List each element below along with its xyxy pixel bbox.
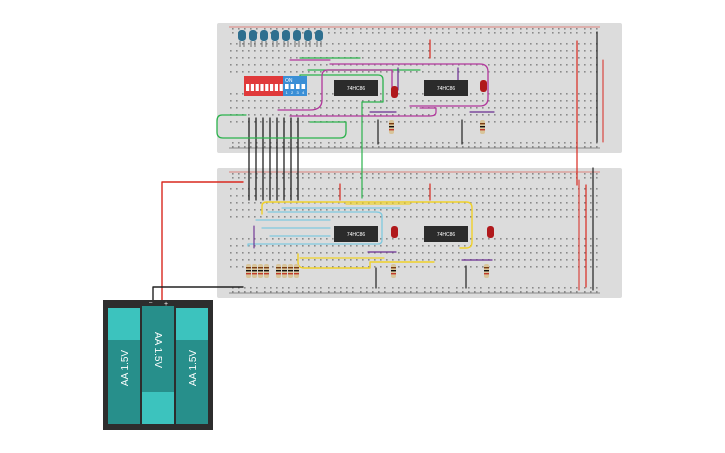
- dip-key[interactable]: [301, 84, 306, 89]
- ic-chip-top-left: 74HC86: [334, 80, 378, 96]
- battery-cell-3: AA 1.5V: [176, 308, 208, 424]
- wire-green-2[interactable]: [299, 74, 384, 103]
- battery-cell-2: AA 1.5V: [142, 306, 174, 424]
- led-red-4: [487, 226, 494, 238]
- led-red-1: [391, 86, 398, 98]
- wire-magenta-3[interactable]: [329, 63, 489, 107]
- battery-plus: +: [164, 301, 168, 308]
- dip-key[interactable]: [270, 84, 274, 91]
- dip-key[interactable]: [274, 84, 278, 91]
- resistors: [246, 120, 489, 278]
- ic-chip-bottom-left: 74HC86: [334, 226, 378, 242]
- wires: [152, 31, 604, 303]
- led-blue: [271, 30, 279, 41]
- ic-chip-bottom-right: 74HC86: [424, 226, 468, 242]
- led-red-3: [391, 226, 398, 238]
- wire-black-ground[interactable]: [152, 286, 244, 303]
- battery-cell-label: AA 1.5V: [120, 350, 131, 386]
- led-blue: [293, 30, 301, 41]
- dip-key[interactable]: [279, 84, 283, 91]
- battery-pack: – + AA 1.5V AA 1.5V AA 1.5V: [103, 300, 213, 430]
- battery-cell-label: AA 1.5V: [188, 350, 199, 386]
- ic-chip-top-right: 74HC86: [424, 80, 468, 96]
- dip-key[interactable]: [260, 84, 264, 91]
- led-blue: [282, 30, 290, 41]
- dip-number-label: 2: [291, 90, 294, 95]
- dip-switch-red[interactable]: [244, 76, 284, 96]
- breadboard-top: [217, 23, 622, 153]
- chip-label: 74HC86: [437, 86, 456, 92]
- dip-key[interactable]: [285, 84, 289, 89]
- dip-number-label: 1: [286, 90, 289, 95]
- dip-key[interactable]: [250, 84, 254, 91]
- led-blue: [260, 30, 268, 41]
- chip-label: 74HC86: [347, 86, 366, 92]
- wire-magenta-1[interactable]: [277, 69, 393, 111]
- dip-key[interactable]: [246, 84, 250, 91]
- wire-lightblue-1[interactable]: [247, 211, 383, 247]
- battery-cell-1: AA 1.5V: [108, 308, 140, 424]
- led-blue: [238, 30, 246, 41]
- wire-yellow-2[interactable]: [297, 253, 435, 269]
- dip-on-label: ON: [285, 78, 293, 84]
- battery-cell-label: AA 1.5V: [152, 332, 163, 368]
- led-blue: [304, 30, 312, 41]
- wire-bundle-black[interactable]: [248, 117, 299, 201]
- chip-label: 74HC86: [437, 232, 456, 238]
- dip-key[interactable]: [265, 84, 269, 91]
- led-red-2: [480, 80, 487, 92]
- dip-number-label: 3: [297, 90, 300, 95]
- dip-key[interactable]: [290, 84, 295, 89]
- breadboard-bottom: [217, 168, 622, 298]
- battery-minus: –: [149, 300, 153, 306]
- led-blue: [315, 30, 323, 41]
- wire-green-loop[interactable]: [216, 114, 347, 139]
- chip-label: 74HC86: [347, 232, 366, 238]
- dip-key[interactable]: [255, 84, 259, 91]
- led-row-blue: [238, 30, 323, 47]
- wire-yellow-1[interactable]: [261, 201, 473, 249]
- dip-number-label: 4: [302, 90, 305, 95]
- wire-magenta-2[interactable]: [289, 107, 437, 117]
- led-blue: [249, 30, 257, 41]
- dip-key[interactable]: [296, 84, 300, 89]
